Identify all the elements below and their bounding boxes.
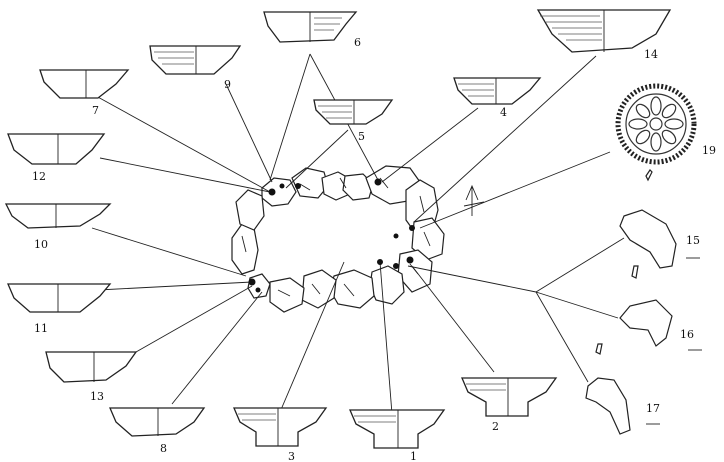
- label-7: 7: [92, 104, 99, 117]
- label-4: 4: [500, 106, 507, 119]
- vessel-6: [263, 11, 358, 43]
- figure-labels: 6 14 9 7 5 4 19 12 10 15 11 16 13 17 2 8…: [32, 36, 716, 462]
- rosette-tile-19: [615, 83, 697, 165]
- label-1: 1: [410, 450, 417, 462]
- label-12: 12: [32, 170, 46, 183]
- sherd-15: [619, 169, 700, 269]
- stone-ring: [231, 165, 445, 313]
- label-16: 16: [680, 328, 694, 341]
- find-markers: [248, 178, 415, 293]
- vessel-8: [109, 407, 206, 437]
- label-13: 13: [90, 390, 104, 403]
- label-2: 2: [492, 420, 499, 433]
- label-19: 19: [702, 144, 716, 157]
- label-8: 8: [160, 442, 167, 455]
- vessel-4: [453, 77, 542, 105]
- label-14: 14: [644, 48, 658, 61]
- sherd-16: [619, 265, 702, 351]
- label-11: 11: [34, 322, 48, 335]
- vessel-10: [4, 203, 112, 229]
- label-15: 15: [686, 234, 700, 247]
- label-17: 17: [646, 402, 660, 415]
- vessel-5: [313, 99, 394, 125]
- vessel-12: [7, 133, 106, 165]
- vessel-1: [349, 409, 446, 449]
- vessel-13: [45, 351, 138, 383]
- label-3: 3: [288, 450, 295, 462]
- leader-lines: [91, 53, 625, 415]
- label-6: 6: [354, 36, 361, 49]
- vessel-11: [7, 283, 112, 313]
- vessel-3: [233, 407, 328, 447]
- label-5: 5: [358, 130, 365, 143]
- vessel-7: [39, 69, 130, 99]
- vessel-9: [149, 45, 242, 75]
- north-arrow-icon: [463, 184, 485, 216]
- label-10: 10: [34, 238, 48, 251]
- vessel-2: [461, 377, 558, 417]
- vessel-14: [536, 9, 672, 53]
- label-9: 9: [224, 78, 231, 91]
- sherd-17: [585, 343, 660, 435]
